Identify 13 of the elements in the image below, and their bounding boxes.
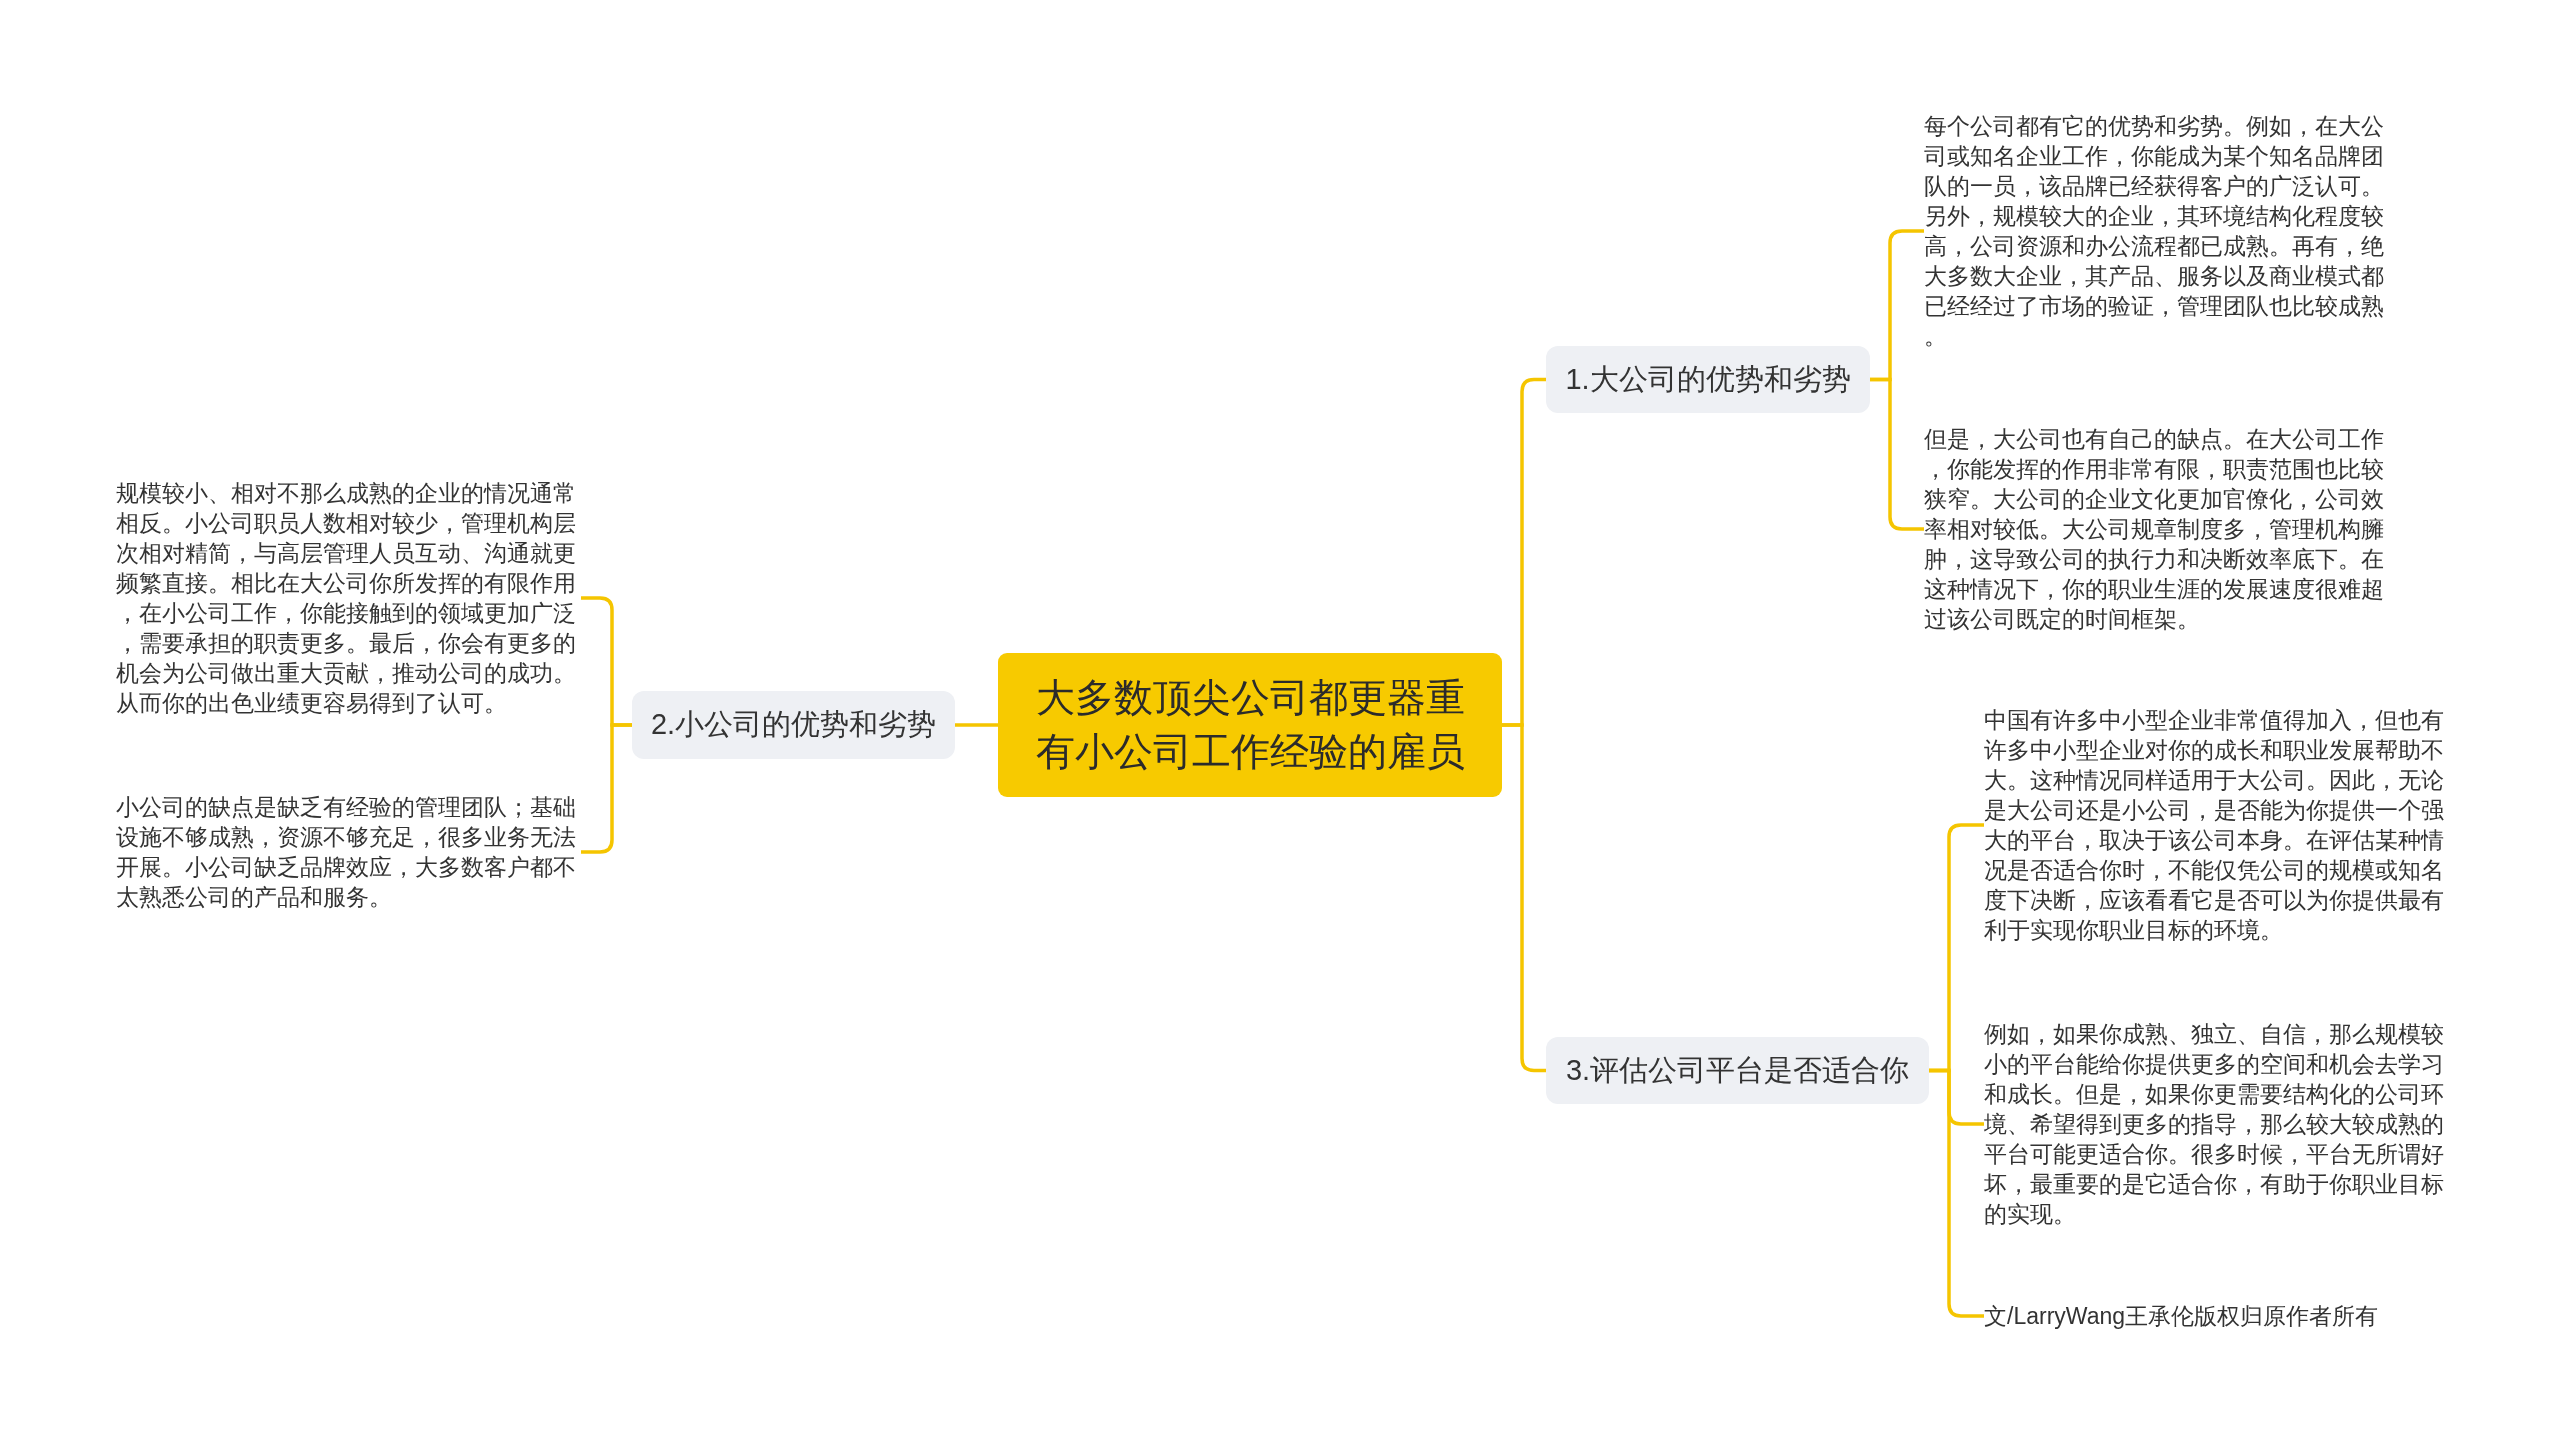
- paragraph: 规模较小、相对不那么成熟的企业的情况通常相反。小公司职员人数相对较少，管理机构层次相对精简，与高层管理人员互动、沟通就更频繁直接。相比在大公司你所发挥的有限作用，在小公司工作，你能接触到的领域更加广泛，需要承担的职责更多。最后，你会有更多的机会为公司做出重大贡献，推动公司的成功。从而你的出色业绩更容易得到了认可。: [116, 478, 581, 718]
- topic-box: 3.评估公司平台是否适合你: [1546, 1037, 1929, 1104]
- central-topic-box: 大多数顶尖公司都更器重有小公司工作经验的雇员: [998, 653, 1502, 797]
- topic-box: 1.大公司的优势和劣势: [1546, 346, 1870, 413]
- topic-box: 2.小公司的优势和劣势: [632, 691, 955, 759]
- connector-line: [1502, 723, 1546, 1073]
- paragraph: 但是，大公司也有自己的缺点。在大公司工作，你能发挥的作用非常有限，职责范围也比较狭窄。大公司的企业文化更加官僚化，公司效率相对较低。大公司规章制度多，管理机构臃肿，这导致公司的执行力和决断效率底下。在这种情况下，你的职业生涯的发展速度很难超过该公司既定的时间框架。: [1924, 424, 2389, 634]
- paragraph: 每个公司都有它的优势和劣势。例如，在大公司或知名企业工作，你能成为某个知名品牌团队的一员，该品牌已经获得客户的广泛认可。另外，规模较大的企业，其环境结构化程度较高，公司资源和办公流程都已成熟。再有，绝大多数大企业，其产品、服务以及商业模式都已经经过了市场的验证，管理团队也比较成熟。: [1924, 111, 2389, 351]
- paragraph: 中国有许多中小型企业非常值得加入，但也有许多中小型企业对你的成长和职业发展帮助不大。这种情况同样适用于大公司。因此，无论是大公司还是小公司，是否能为你提供一个强大的平台，取决于该公司本身。在评估某种情况是否适合你时，不能仅凭公司的规模或知名度下决断，应该看看它是否可以为你提供最有利于实现你职业目标的环境。: [1984, 705, 2449, 945]
- paragraph: 例如，如果你成熟、独立、自信，那么规模较小的平台能给你提供更多的空间和机会去学习和成长。但是，如果你更需要结构化的公司环境、希望得到更多的指导，那么较大较成熟的平台可能更适合你。很多时候，平台无所谓好坏，最重要的是它适合你，有助于你职业目标的实现。: [1984, 1019, 2449, 1229]
- connector-line: [955, 723, 998, 727]
- paragraph: 文/LarryWang王承伦版权归原作者所有: [1984, 1301, 2379, 1331]
- paragraph: 小公司的缺点是缺乏有经验的管理团队；基础设施不够成熟，资源不够充足，很多业务无法开展。小公司缺乏品牌效应，大多数客户都不太熟悉公司的产品和服务。: [116, 792, 581, 912]
